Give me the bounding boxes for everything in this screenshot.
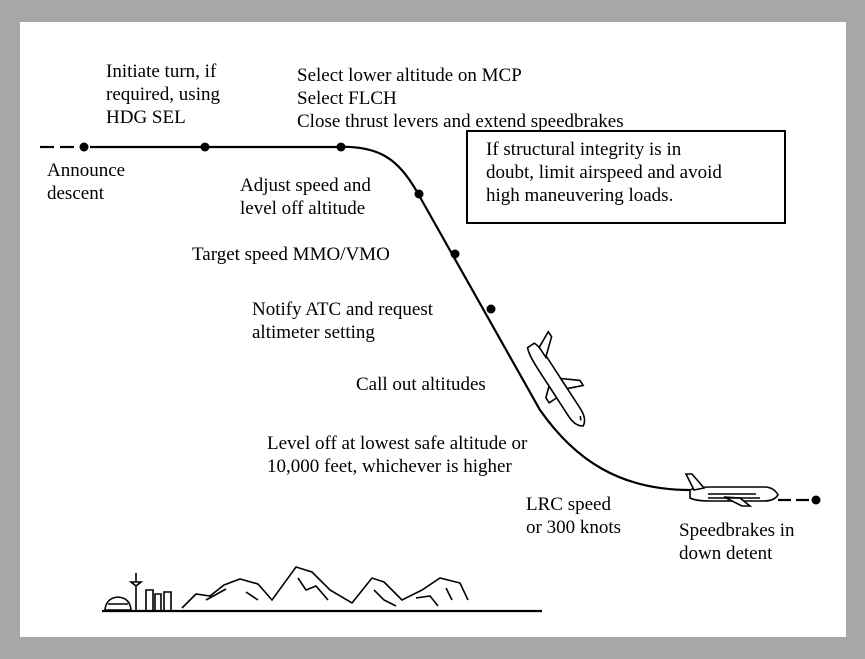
label-notify-atc: Notify ATC and request altimeter setting [252, 299, 434, 343]
descent-path [40, 145, 809, 502]
label-call-out: Call out altitudes [356, 374, 486, 395]
label-mcp-actions: Select lower altitude on MCP Select FLCH… [297, 65, 624, 132]
label-level-off: Level off at lowest safe altitude or 10,… [267, 433, 528, 477]
caution-note-box: If structural integrity is in doubt, lim… [466, 130, 786, 224]
point-initiate-turn [200, 142, 210, 152]
point-target-speed [450, 249, 460, 259]
airplane-icon [526, 330, 586, 427]
point-mcp-actions [336, 142, 346, 152]
point-adjust-speed [414, 189, 424, 199]
diagram-panel [20, 22, 846, 637]
airplane-icon [684, 473, 779, 507]
point-notify-atc [486, 304, 496, 314]
descent-curve [335, 145, 691, 492]
label-adjust-speed: Adjust speed and level off altitude [240, 175, 371, 219]
label-announce-descent: Announce descent [47, 160, 126, 204]
mountains-icon [181, 566, 469, 609]
label-speedbrakes: Speedbrakes in down detent [679, 520, 795, 564]
caution-note-text: If structural integrity is in doubt, lim… [486, 139, 722, 206]
label-target-speed: Target speed MMO/VMO [192, 244, 390, 265]
label-initiate-turn: Initiate turn, if required, using HDG SE… [106, 61, 220, 128]
point-announce-descent [79, 142, 89, 152]
label-lrc-speed: LRC speed or 300 knots [526, 494, 621, 538]
city-skyline-icon [104, 573, 172, 611]
point-speedbrakes [811, 495, 821, 505]
event-points [79, 142, 821, 505]
